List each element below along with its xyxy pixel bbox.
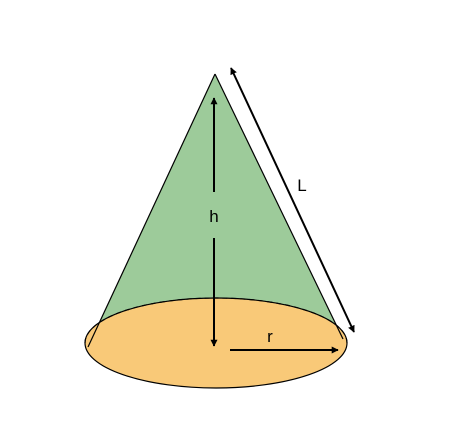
- cone-base-hidden-edge: [84, 297, 348, 344]
- height-label: h: [209, 207, 218, 226]
- cone-left-edge: [87, 73, 216, 348]
- slant-height-arrow: [230, 67, 355, 333]
- radius-label: r: [267, 327, 273, 346]
- slant-height-label: L: [297, 176, 306, 195]
- cone-base: [84, 297, 348, 389]
